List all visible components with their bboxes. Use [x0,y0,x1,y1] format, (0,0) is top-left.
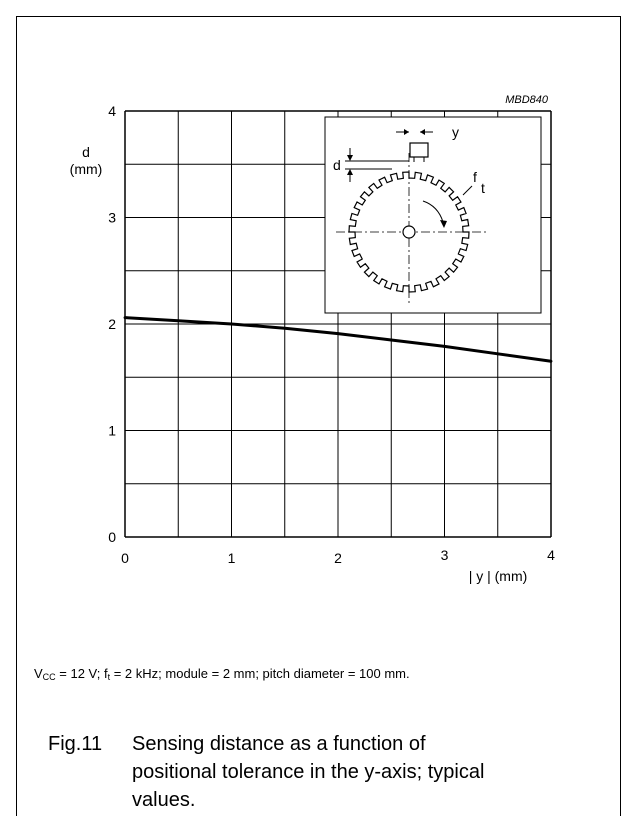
chart: 0 1 2 3 4 0 1 2 3 4 MBD840 d (mm) | y | (mm) y d … [70,94,555,584]
data-point [549,359,553,363]
chart-curve [123,316,553,363]
y-tick-label: 3 [108,210,116,226]
inset-label-y: y [452,124,459,140]
data-point [283,326,287,330]
data-point [176,319,180,323]
data-point [389,338,393,342]
x-tick-label: 2 [334,550,342,566]
data-point [336,332,340,335]
data-point [123,316,127,320]
conditions-note: VCC = 12 V; ft = 2 kHz; module = 2 mm; p… [34,666,410,682]
x-tick-label: 3 [441,547,449,563]
sensor-body [409,142,429,158]
y-tick-label: 1 [108,423,116,439]
inset-diagram: y d f t [324,116,542,314]
inset-label-f-sub: t [481,180,485,196]
data-point [496,352,500,356]
x-tick-label: 1 [228,550,236,566]
x-axis-label: | y | (mm) [469,568,528,584]
inset-label-f: f [473,169,477,185]
data-point [230,322,233,326]
figure-caption-text: Sensing distance as a function of positi… [132,733,485,811]
x-tick-label: 4 [547,547,555,563]
figure-caption: Fig.11 Sensing distance as a function of… [48,730,502,814]
vcc-value: = 12 V; f [55,666,108,681]
y-axis-unit: (mm) [70,161,103,177]
ft-subscript: t [107,672,111,682]
y-tick-label: 2 [108,316,116,332]
y-axis-symbol: d [82,144,90,160]
y-tick-label: 4 [108,103,116,119]
vcc-subscript: CC [42,672,56,682]
chart-code: MBD840 [505,94,549,106]
data-point [443,344,446,348]
y-tick-label: 0 [108,529,116,545]
vcc-symbol: V [34,666,43,681]
chart-ticks: 0 1 2 3 4 0 1 2 3 4 [108,103,555,566]
figure-number: Fig.11 [48,733,103,755]
conditions-rest: = 2 kHz; module = 2 mm; pitch diameter =… [110,666,410,681]
x-tick-label: 0 [121,550,129,566]
figure-frame [16,16,621,816]
inset-label-d: d [333,157,341,173]
